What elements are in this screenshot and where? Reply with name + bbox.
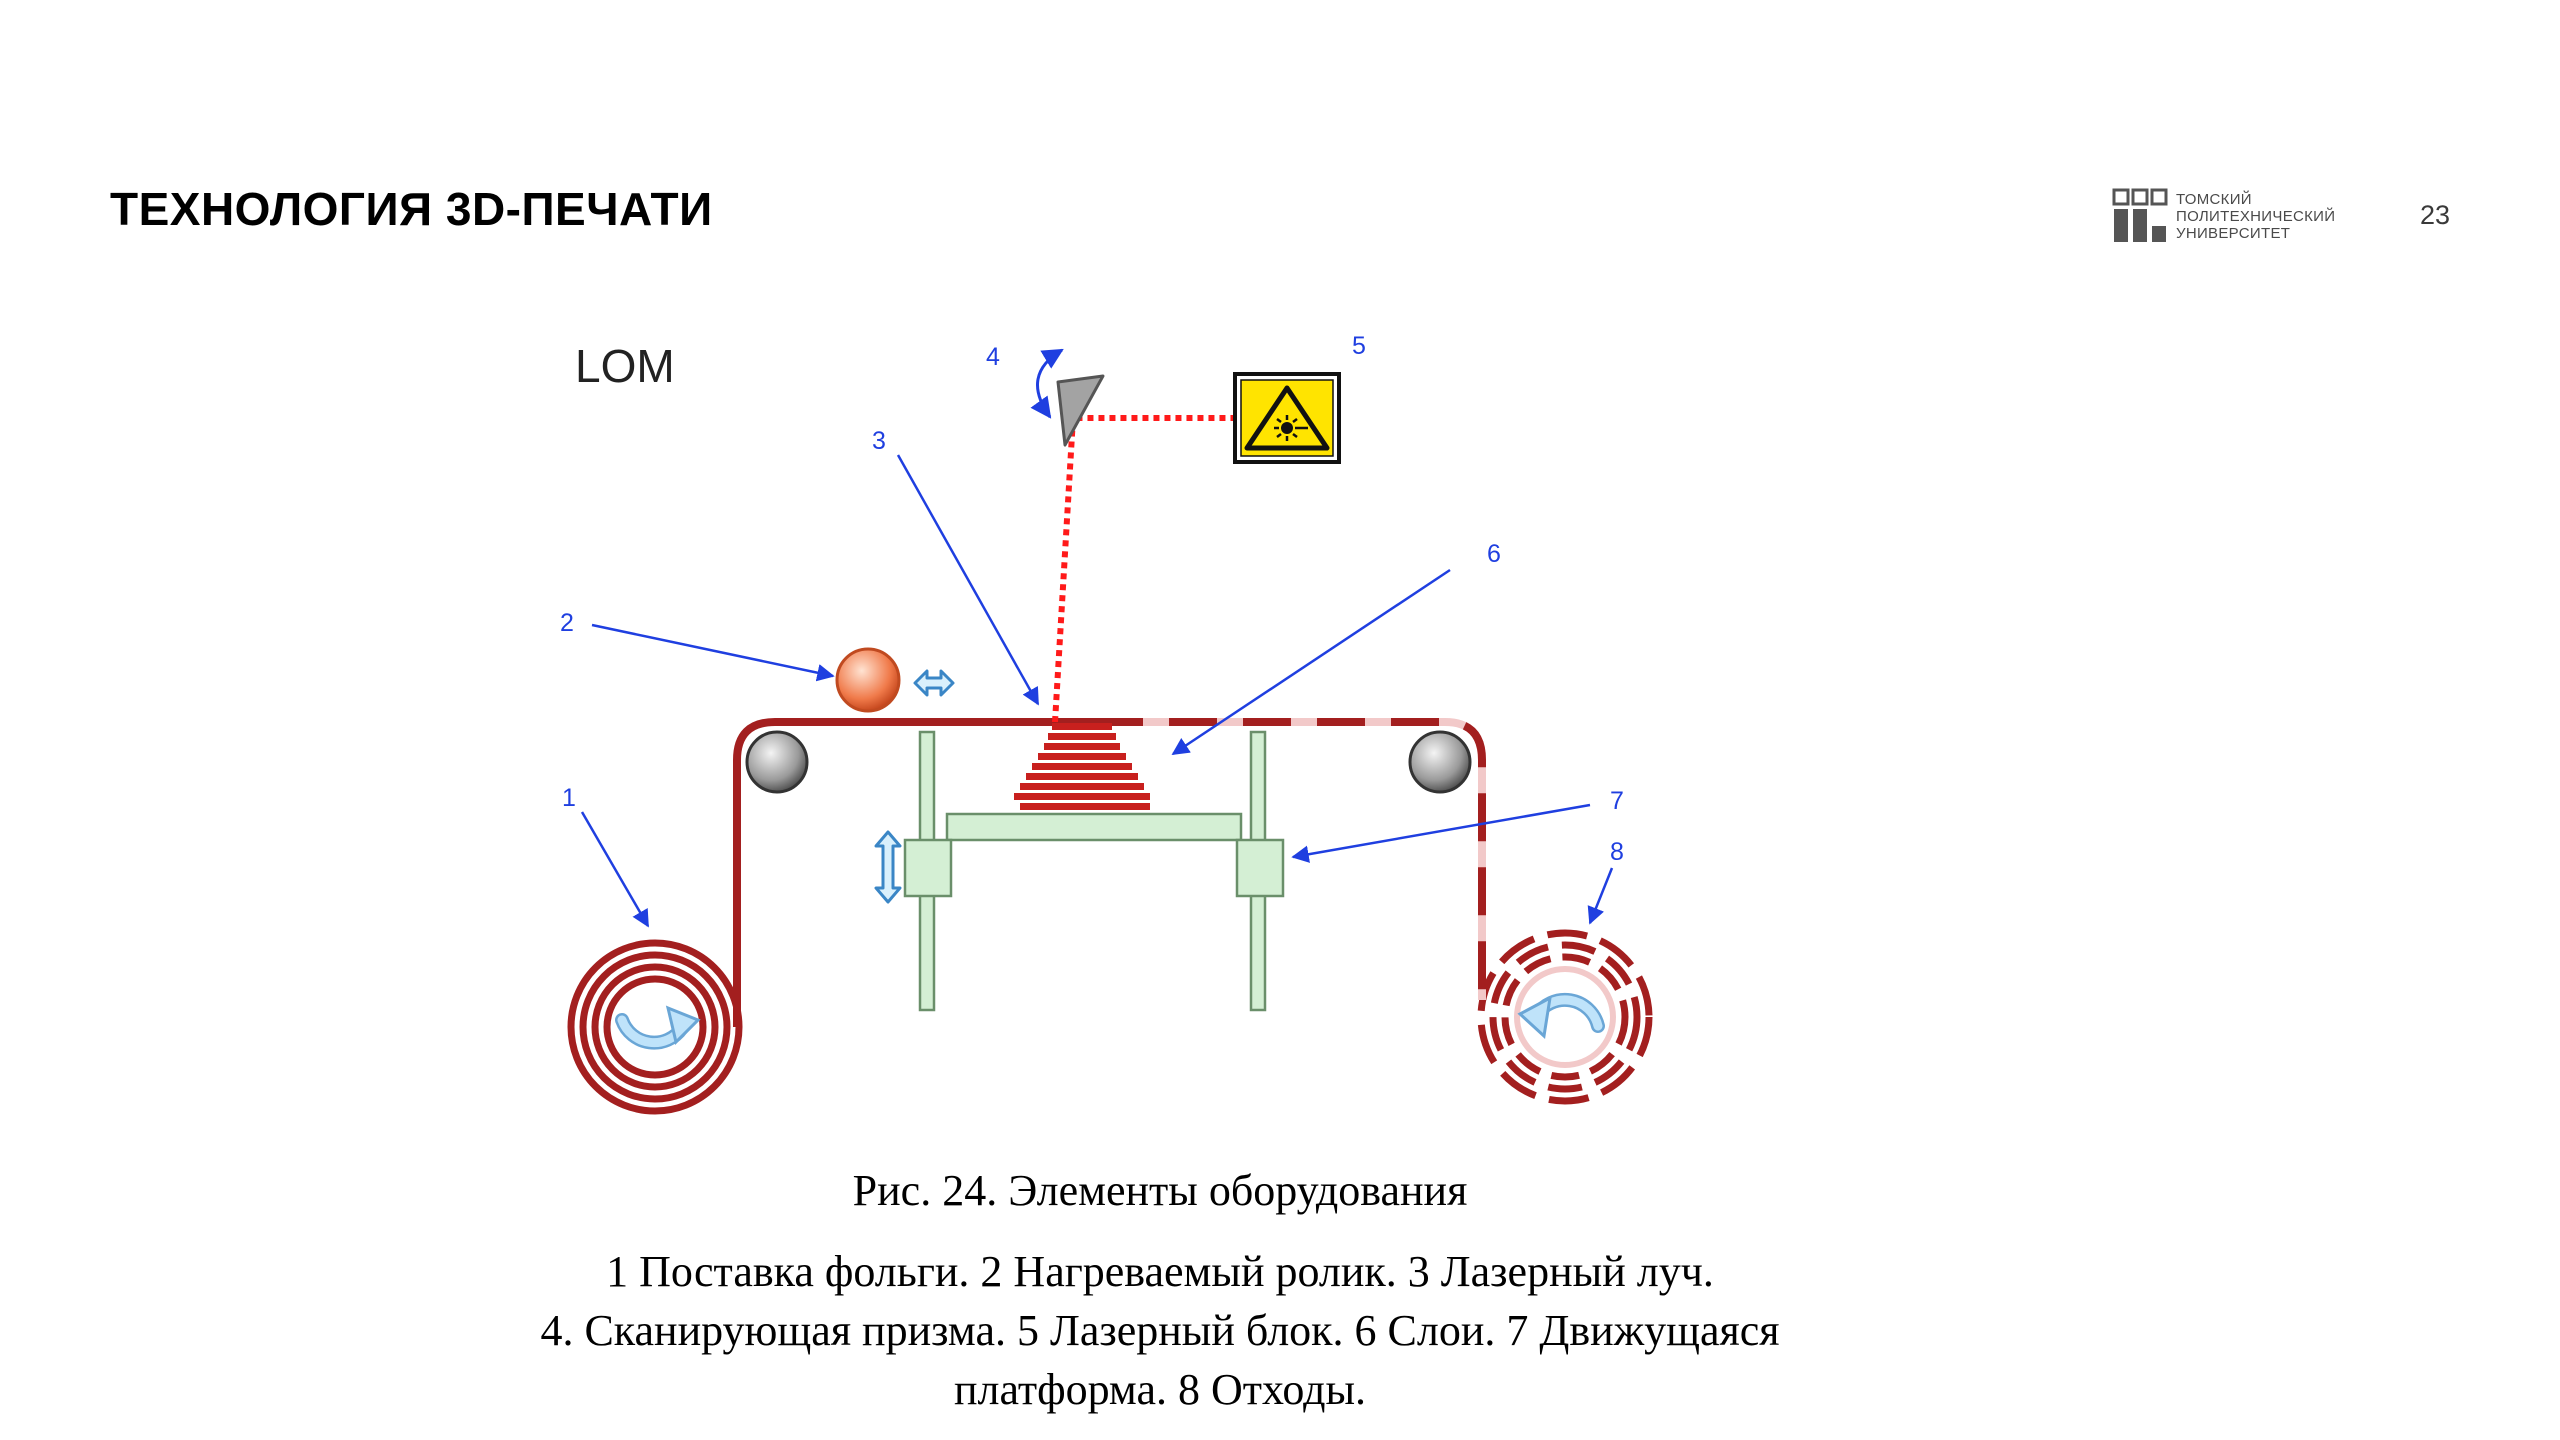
logo-line-3: УНИВЕРСИТЕТ bbox=[2176, 224, 2291, 242]
figure-caption-title: Рис. 24. Элементы оборудования bbox=[852, 1166, 1468, 1215]
guide-roller-right bbox=[1408, 730, 1472, 794]
prism-rotation-arrow-icon bbox=[1030, 348, 1064, 419]
logo-line-2: ПОЛИТЕХНИЧЕСКИЙ bbox=[2176, 207, 2336, 225]
layer-stack bbox=[1014, 723, 1150, 810]
laser-unit bbox=[1233, 372, 1341, 464]
callout-1: 1 bbox=[562, 784, 576, 812]
caption-line-3: платформа. 8 Отходы. bbox=[953, 1365, 1367, 1414]
page-number: 23 bbox=[2420, 200, 2451, 230]
university-logo: ТОМСКИЙ ПОЛИТЕХНИЧЕСКИЙ УНИВЕРСИТЕТ bbox=[2112, 188, 2335, 244]
callout-7: 7 bbox=[1610, 787, 1624, 815]
figure-caption-body: 1 Поставка фольги. 2 Нагреваемый ролик. … bbox=[0, 1242, 2320, 1419]
heated-roller bbox=[835, 647, 901, 713]
waste-spool bbox=[1477, 929, 1653, 1105]
lom-label: LOM bbox=[575, 340, 675, 392]
tpu-logo-icon bbox=[2112, 188, 2168, 242]
caption-line-1: 1 Поставка фольги. 2 Нагреваемый ролик. … bbox=[606, 1247, 1714, 1296]
callout-6: 6 bbox=[1487, 540, 1501, 568]
callout-3: 3 bbox=[872, 427, 886, 455]
laser-beam bbox=[1052, 415, 1233, 723]
callout-4: 4 bbox=[986, 343, 1000, 371]
scanning-prism bbox=[1056, 374, 1105, 447]
guide-roller-left bbox=[745, 730, 809, 794]
moving-platform bbox=[903, 730, 1285, 1012]
caption-line-2: 4. Сканирующая призма. 5 Лазерный блок. … bbox=[540, 1306, 1780, 1355]
callout-5: 5 bbox=[1352, 332, 1366, 360]
callout-2: 2 bbox=[560, 609, 574, 637]
vertical-motion-arrow-icon bbox=[874, 830, 902, 904]
foil-sheet-left bbox=[733, 718, 1095, 1027]
lom-diagram: LOM bbox=[560, 332, 1653, 1115]
logo-line-1: ТОМСКИЙ bbox=[2176, 190, 2252, 208]
foil-supply-spool bbox=[567, 939, 743, 1115]
slide-title: ТЕХНОЛОГИЯ 3D-ПЕЧАТИ bbox=[110, 183, 713, 235]
horizontal-motion-arrow-icon bbox=[913, 669, 955, 697]
callout-arrows bbox=[580, 454, 1614, 928]
callout-8: 8 bbox=[1610, 838, 1624, 866]
